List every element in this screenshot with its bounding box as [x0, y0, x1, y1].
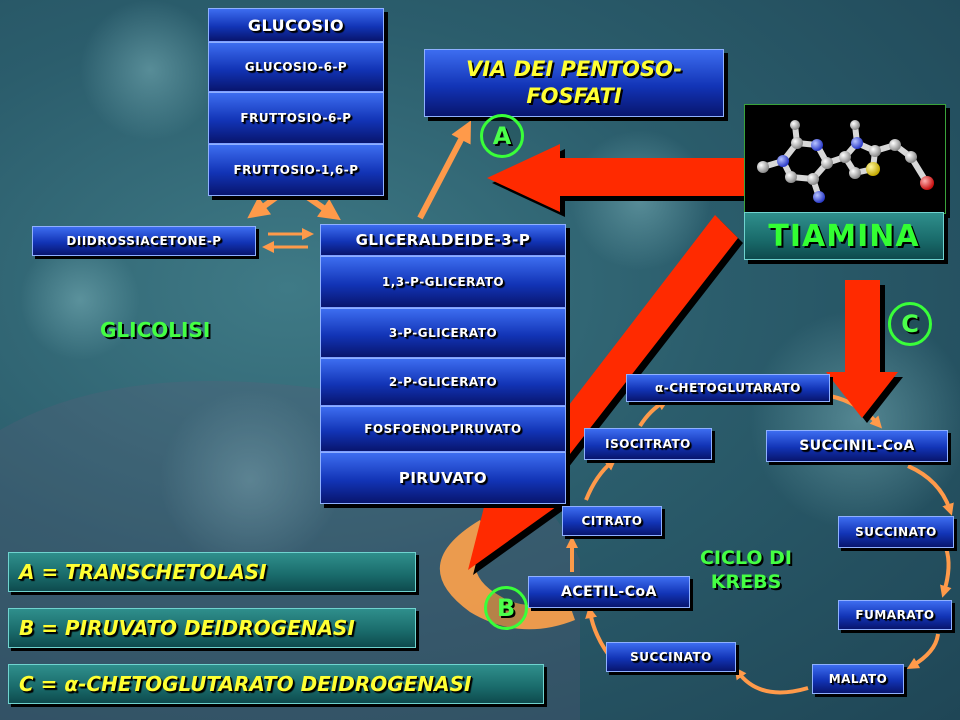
fruttosio-1-6-p-label: FRUTTOSIO-1,6-P [233, 163, 359, 177]
3-p-glicerato-box: 3-P-GLICERATO [320, 308, 566, 358]
1-3-p-glicerato-label: 1,3-P-GLICERATO [381, 275, 505, 289]
gliceraldeide-3-p-label: GLICERALDEIDE-3-P [355, 231, 531, 249]
alpha-chetoglutarato-box: α-CHETOGLUTARATO [626, 374, 830, 402]
glicolisi-label: GLICOLISI [100, 318, 211, 342]
fosfoenolpiruvato-box: FOSFOENOLPIRUVATO [320, 406, 566, 452]
glycolysis-upper-column: GLUCOSIO GLUCOSIO-6-P FRUTTOSIO-6-P FRUT… [208, 8, 384, 196]
fumarato-box: FUMARATO [838, 600, 952, 630]
pyruvate-dehydrogenase-flow [439, 520, 575, 630]
succinato-right-label: SUCCINATO [855, 525, 937, 539]
gliceraldeide-3-p-box: GLICERALDEIDE-3-P [320, 224, 566, 256]
legend-a: A = TRANSCHETOLASI [8, 552, 416, 592]
ciclo-di-krebs-label: CICLO DI KREBS [700, 546, 792, 594]
succinil-coa-label: SUCCINIL-CoA [799, 438, 915, 454]
ciclo-di-label: CICLO DI [700, 547, 792, 569]
fruttosio-6-p-box: FRUTTOSIO-6-P [208, 92, 384, 144]
krebs-label: KREBS [710, 571, 782, 593]
tiamina-label: TIAMINA [744, 212, 944, 260]
krebs-cycle-arrows [566, 394, 954, 695]
diidrossiacetone-p-box: DIIDROSSIACETONE-P [32, 226, 256, 256]
isocitrato-label: ISOCITRATO [605, 437, 691, 451]
marker-a: A [480, 114, 524, 158]
piruvato-box: PIRUVATO [320, 452, 566, 504]
split-arrows [247, 193, 341, 221]
malato-box: MALATO [812, 664, 904, 694]
2-p-glicerato-label: 2-P-GLICERATO [388, 375, 498, 389]
fumarato-label: FUMARATO [855, 608, 935, 622]
1-3-p-glicerato-box: 1,3-P-GLICERATO [320, 256, 566, 308]
isocitrato-box: ISOCITRATO [584, 428, 712, 460]
succinil-coa-box: SUCCINIL-CoA [766, 430, 948, 462]
acetil-coa-label: ACETIL-CoA [561, 584, 657, 600]
glucosio-box: GLUCOSIO [208, 8, 384, 42]
pentoso-line1: VIA DEI PENTOSO- [465, 57, 683, 81]
legend-b: B = PIRUVATO DEIDROGENASI [8, 608, 416, 648]
succinato-bottom-box: SUCCINATO [606, 642, 736, 672]
pentose-arrow [417, 120, 472, 220]
pentoso-line2: FOSFATI [526, 84, 622, 108]
malato-label: MALATO [828, 672, 888, 686]
citrato-label: CITRATO [581, 514, 643, 528]
thiamine-molecule-image [744, 104, 946, 214]
fosfoenolpiruvato-label: FOSFOENOLPIRUVATO [364, 422, 522, 436]
marker-b: B [484, 586, 528, 630]
alpha-chetoglutarato-label: α-CHETOGLUTARATO [655, 381, 801, 395]
glucosio-6-p-box: GLUCOSIO-6-P [208, 42, 384, 92]
succinato-bottom-label: SUCCINATO [630, 650, 712, 664]
glycolysis-lower-column: GLICERALDEIDE-3-P 1,3-P-GLICERATO 3-P-GL… [320, 224, 566, 504]
piruvato-label: PIRUVATO [398, 469, 488, 487]
legend-c: C = α-CHETOGLUTARATO DEIDROGENASI [8, 664, 544, 704]
3-p-glicerato-label: 3-P-GLICERATO [388, 326, 498, 340]
marker-c: C [888, 302, 932, 346]
succinato-right-box: SUCCINATO [838, 516, 954, 548]
glucosio-6-p-label: GLUCOSIO-6-P [244, 60, 348, 74]
fruttosio-6-p-label: FRUTTOSIO-6-P [240, 111, 352, 125]
citrato-box: CITRATO [562, 506, 662, 536]
2-p-glicerato-box: 2-P-GLICERATO [320, 358, 566, 406]
acetil-coa-box: ACETIL-CoA [528, 576, 690, 608]
via-dei-pentoso-fosfati-box: VIA DEI PENTOSO- FOSFATI [424, 49, 724, 117]
thiamine-molecule-icon [757, 120, 934, 203]
glucosio-label: GLUCOSIO [247, 15, 345, 35]
fruttosio-1-6-p-box: FRUTTOSIO-1,6-P [208, 144, 384, 196]
diidrossiacetone-p-label: DIIDROSSIACETONE-P [66, 234, 222, 248]
equilibrium-arrows [262, 228, 314, 253]
